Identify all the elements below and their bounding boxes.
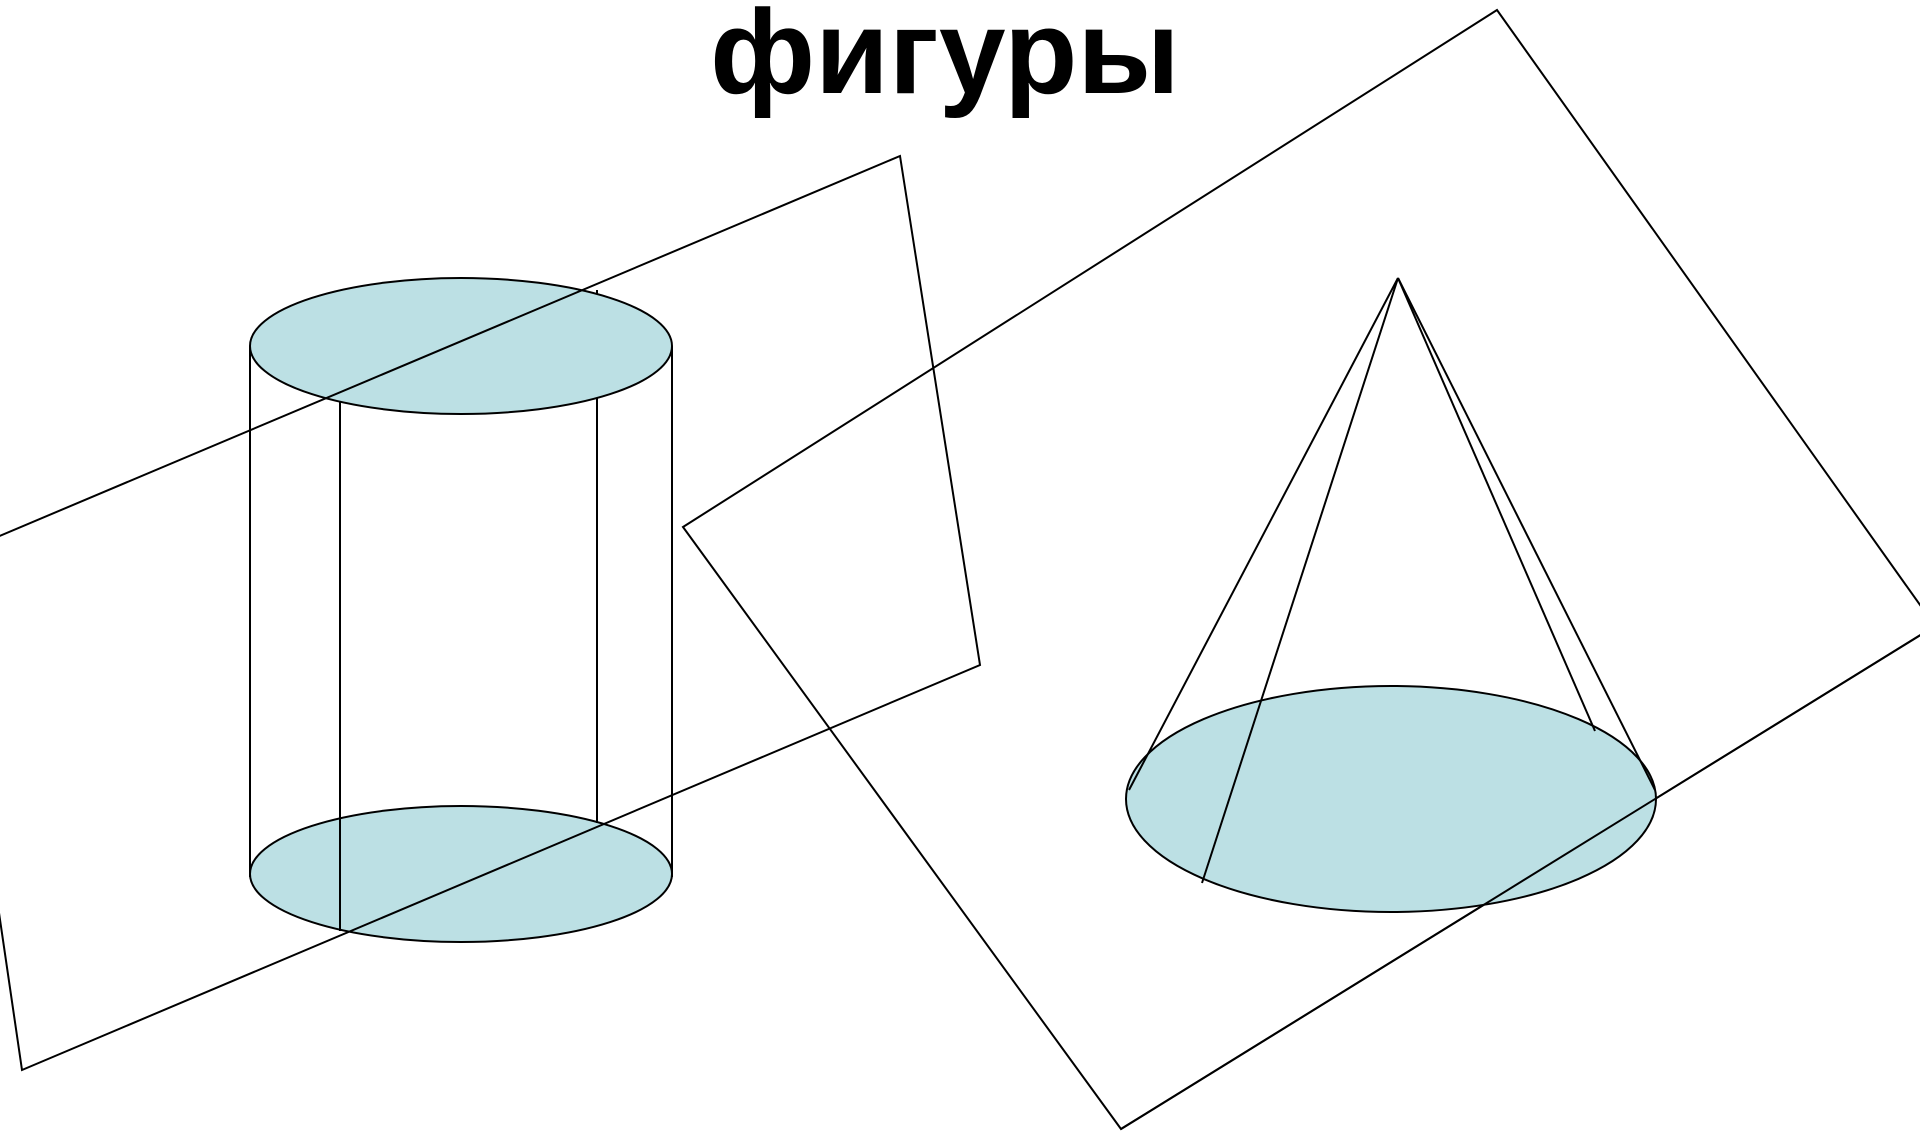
cone-right-generatrix [1397, 277, 1656, 791]
cylinder [249, 277, 673, 943]
cone-front-generatrix [1201, 277, 1399, 884]
cylinder-bottom-base [249, 805, 673, 943]
plane-right-lower-edge-overlay [1120, 634, 1920, 1130]
slide-title: фигуры [710, 0, 1180, 119]
plane-right [681, 8, 1920, 1131]
cone-left-generatrix [1128, 277, 1399, 791]
cone-back-generatrix [1397, 277, 1596, 732]
cone [1125, 277, 1657, 913]
cylinder-top-base [249, 277, 673, 415]
cone-base [1125, 685, 1657, 913]
plane-left [0, 154, 982, 1072]
